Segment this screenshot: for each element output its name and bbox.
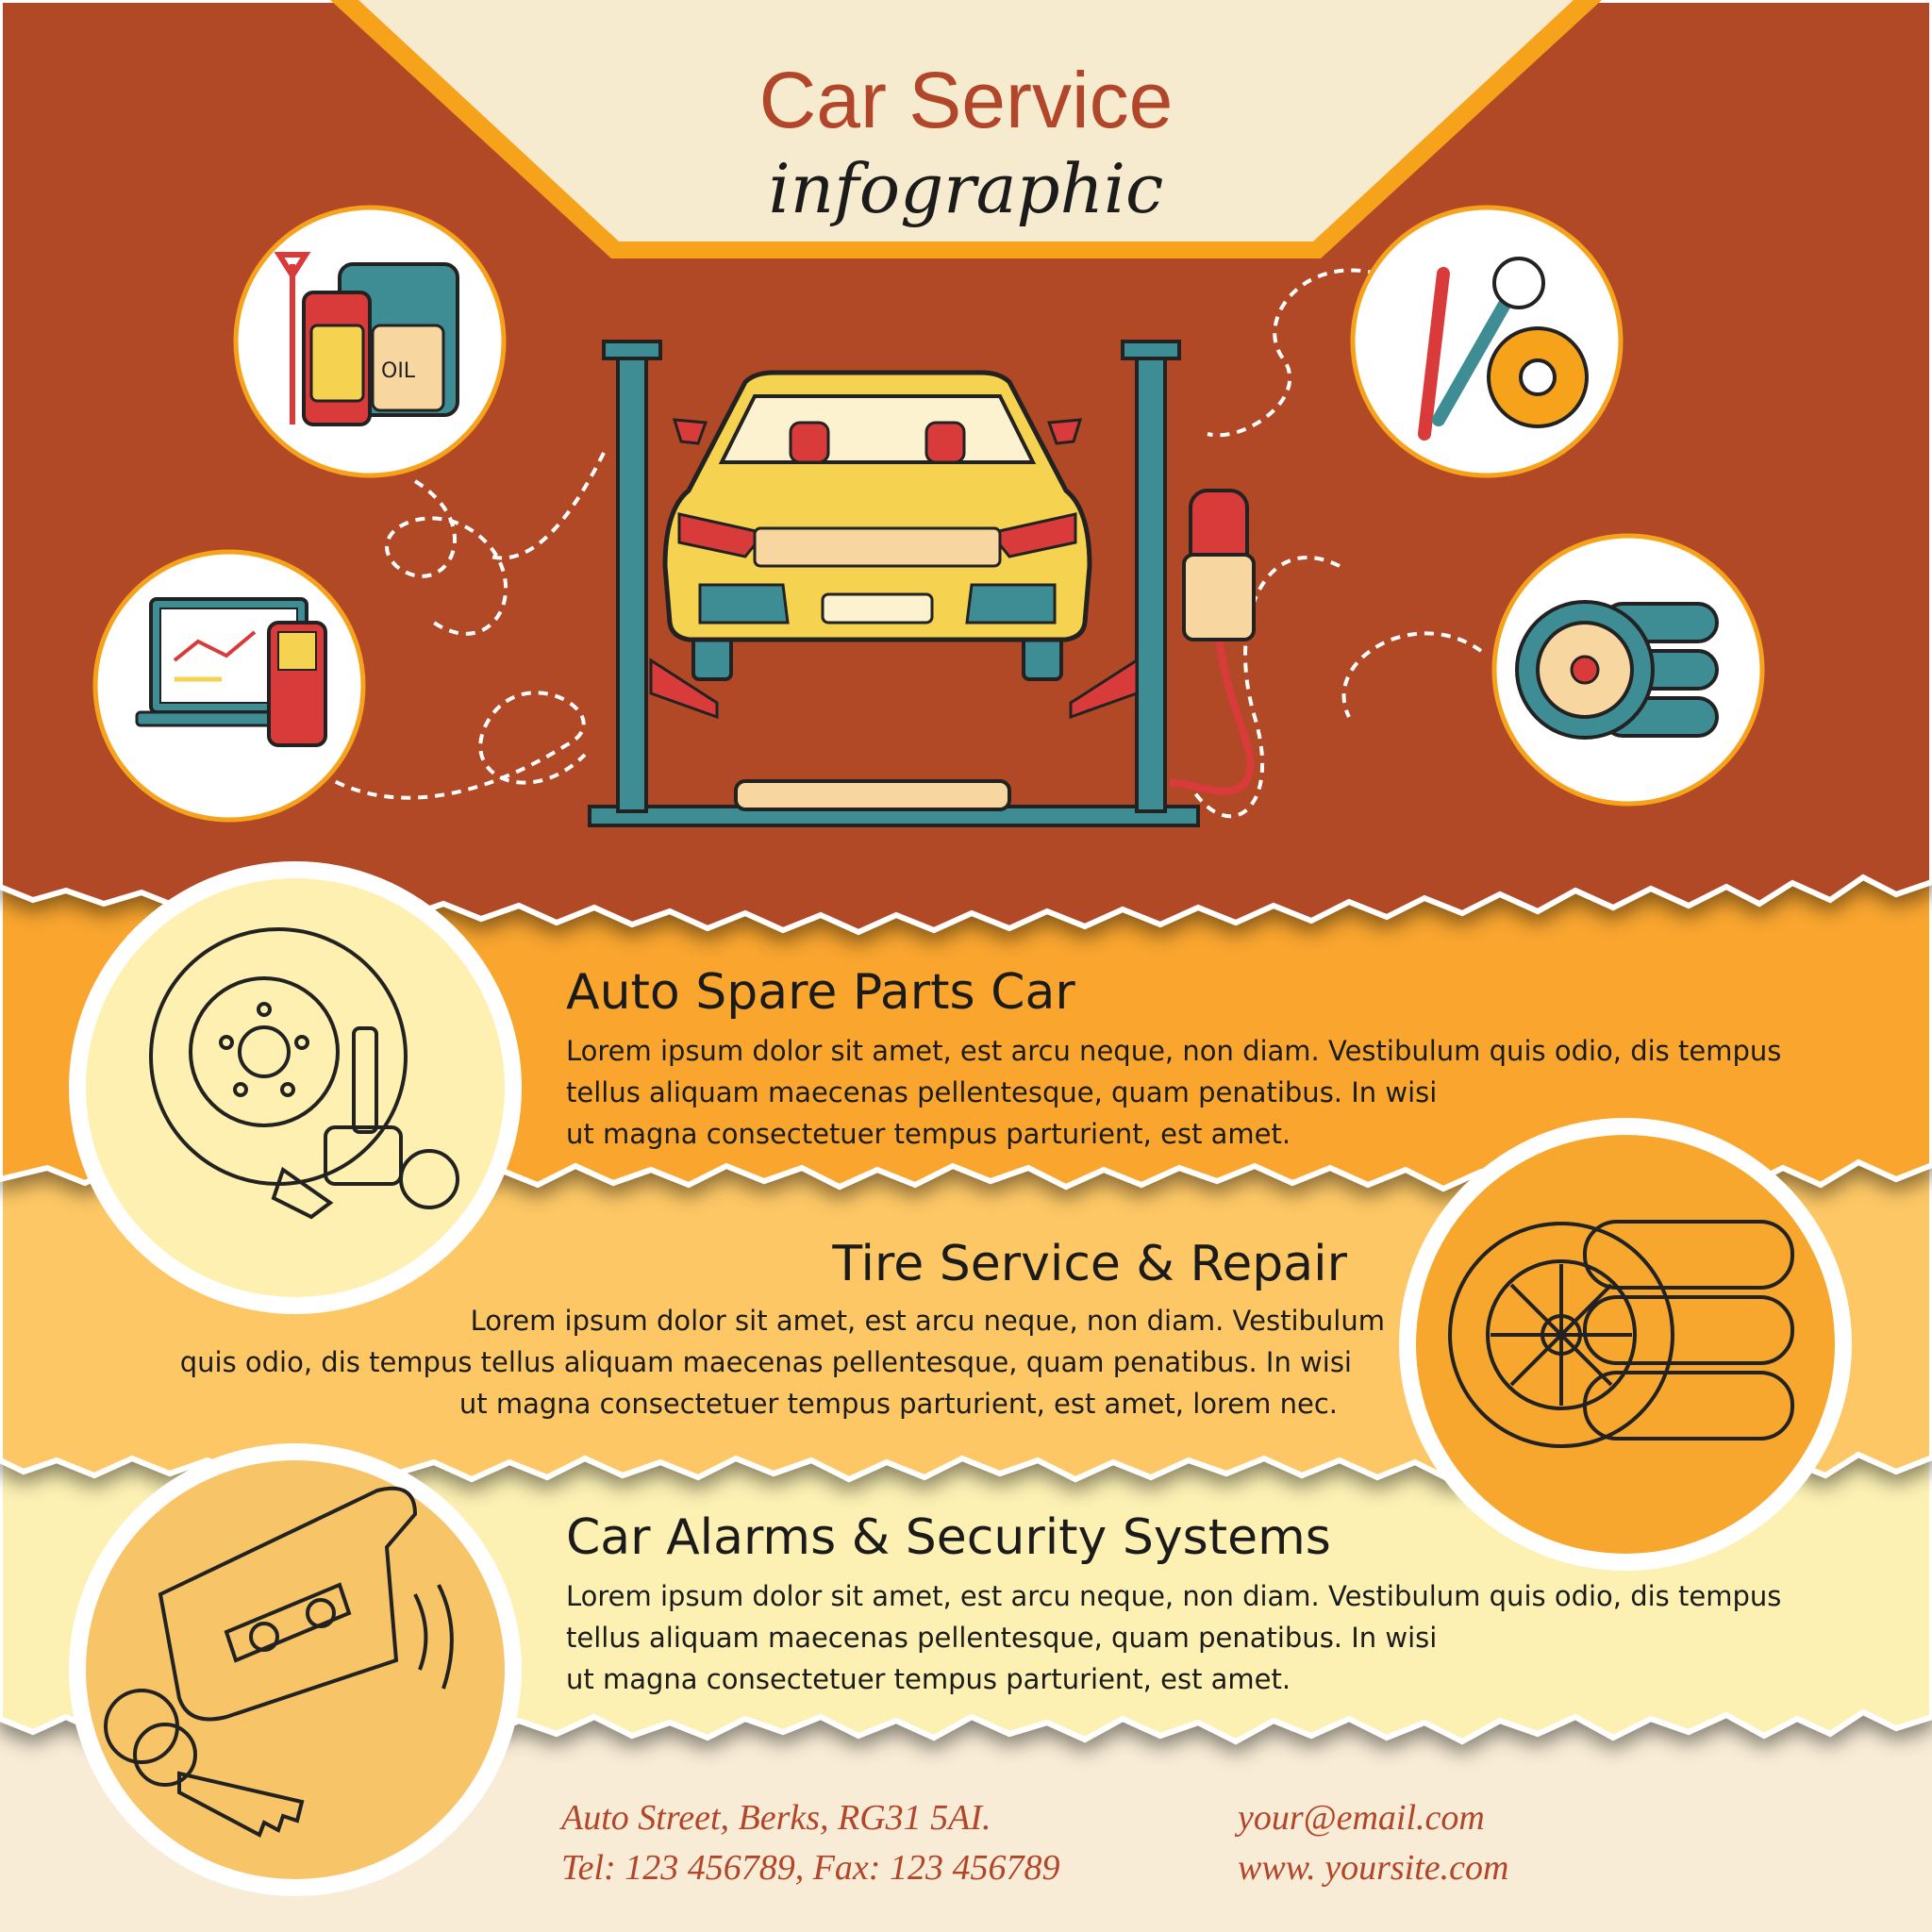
section-text-line: quis odio, dis tempus tellus aliquam mae… xyxy=(179,1346,1352,1378)
tires-icon xyxy=(1491,533,1765,807)
car-alarm-key-icon xyxy=(69,1443,522,1896)
section-text-line: Lorem ipsum dolor sit amet, est arcu neq… xyxy=(566,1580,1782,1612)
section-text-line: ut magna consectetuer tempus parturient,… xyxy=(458,1388,1338,1420)
section-heading-car-alarms: Car Alarms & Security Systems xyxy=(566,1509,1331,1566)
page-title: Car Service xyxy=(758,56,1174,144)
oil-canister-icon: OIL xyxy=(233,205,507,478)
tire-stack-icon xyxy=(1399,1118,1852,1571)
section-text-line: Lorem ipsum dolor sit amet, est arcu neq… xyxy=(566,1035,1782,1067)
footer-email[interactable]: your@email.com xyxy=(1238,1798,1485,1838)
page-subtitle: infographic xyxy=(768,149,1164,228)
header-banner xyxy=(358,0,1574,242)
section-text-line: ut magna consectetuer tempus parturient,… xyxy=(566,1118,1291,1150)
section-heading-spare-parts: Auto Spare Parts Car xyxy=(566,964,1075,1021)
brake-disc-icon xyxy=(69,861,522,1314)
wrench-gear-icon xyxy=(1350,205,1624,478)
footer-website[interactable]: www. yoursite.com xyxy=(1238,1848,1509,1888)
car-lift-icon xyxy=(588,340,1256,827)
dashed-connectors xyxy=(319,268,1483,819)
section-text-line: ut magna consectetuer tempus parturient,… xyxy=(566,1663,1291,1695)
section-heading-tire-service: Tire Service & Repair xyxy=(832,1236,1347,1292)
footer-phone: Tel: 123 456789, Fax: 123 456789 xyxy=(561,1848,1060,1888)
diagnostics-laptop-icon xyxy=(92,549,366,823)
section-text-line: tellus aliquam maecenas pellentesque, qu… xyxy=(566,1622,1438,1654)
oil-label: OIL xyxy=(381,359,416,383)
section-text-line: tellus aliquam maecenas pellentesque, qu… xyxy=(566,1076,1438,1108)
footer-address: Auto Street, Berks, RG31 5AI. xyxy=(561,1798,991,1838)
section-text-line: Lorem ipsum dolor sit amet, est arcu neq… xyxy=(470,1305,1385,1337)
